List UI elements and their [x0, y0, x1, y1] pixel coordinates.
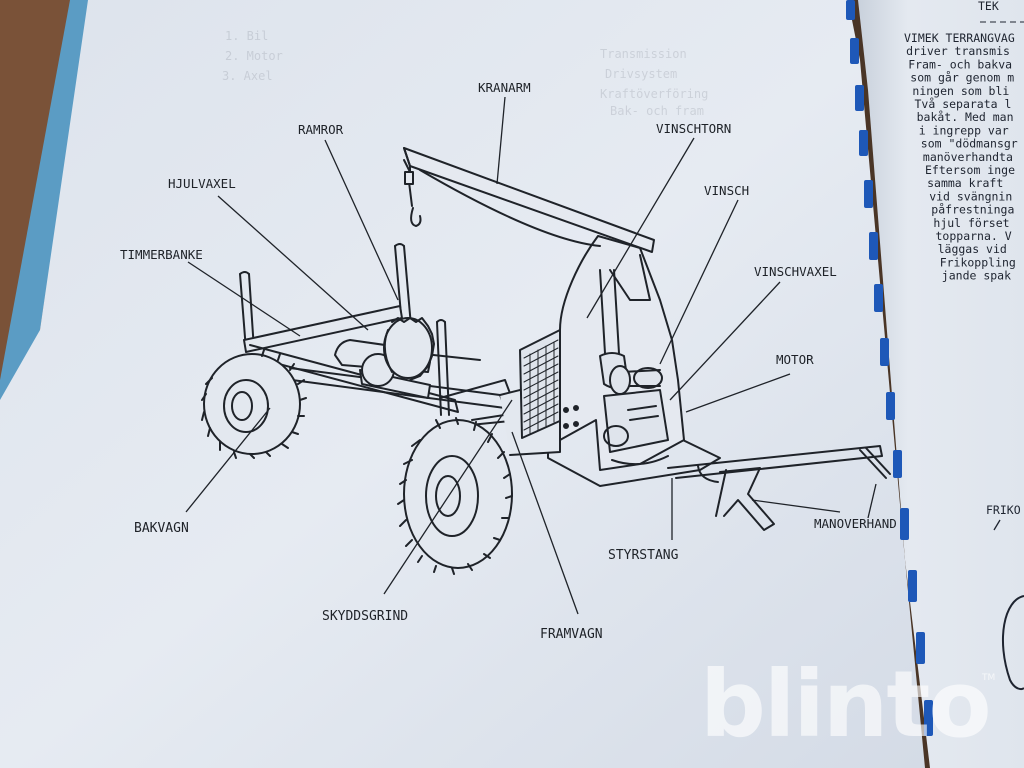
leader-lines: [185, 96, 877, 615]
front-wheel: [397, 417, 513, 575]
right-page: [858, 0, 1024, 768]
vinsch-part: [609, 365, 663, 395]
right-page-line: Frikoppling: [940, 255, 1016, 269]
right-wheel-fragment: [1001, 595, 1024, 690]
svg-text:2. Motor: 2. Motor: [225, 49, 283, 63]
right-page-line: topparna. V: [936, 229, 1012, 243]
right-page-line: som går genom m: [910, 71, 1014, 85]
right-page-line: Eftersom inge: [925, 163, 1015, 177]
right-page-line: läggas vid: [938, 242, 1007, 256]
svg-text:3. Axel: 3. Axel: [222, 69, 273, 83]
label-vinschtorn: VINSCHTORN: [656, 121, 731, 136]
right-page-line: bakåt. Med man: [917, 110, 1014, 124]
right-heading: TEK: [978, 0, 999, 13]
right-page-line: i ingrepp var: [919, 123, 1009, 137]
right-page-line: VIMEK TERRANGVAG: [904, 31, 1015, 45]
right-page-line: vid svängnin: [929, 189, 1012, 203]
right-page-line: hjul förset: [933, 216, 1009, 230]
right-page-line: Två separata l: [915, 97, 1012, 111]
styrstang-part: [667, 445, 891, 531]
svg-text:Transmission: Transmission: [600, 47, 687, 61]
blinto-watermark: blinto TM: [700, 651, 995, 758]
svg-text:Drivsystem: Drivsystem: [605, 67, 677, 81]
rear-wheel: [201, 349, 307, 459]
right-page-line: samma kraft: [927, 176, 1003, 190]
binder-blue-edge: [0, 0, 90, 400]
label-bakvagn: BAKVAGN: [134, 521, 189, 536]
label-skyddsgrind: SKYDDSGRIND: [322, 609, 408, 624]
left-page: [0, 0, 925, 768]
binding-rings: [846, 0, 933, 736]
right-page-line: jande spak: [942, 269, 1011, 283]
hjulvaxel-part: [383, 317, 435, 381]
svg-text:Bak- och fram: Bak- och fram: [610, 104, 704, 118]
kranarm-part: [403, 147, 655, 253]
forwarder-drawing: [201, 147, 891, 575]
right-page-line: Fram- och bakva: [908, 57, 1012, 71]
label-motor: MOTOR: [776, 352, 814, 367]
label-vinsch: VINSCH: [704, 183, 749, 198]
svg-text:Kraftöverföring: Kraftöverföring: [600, 87, 708, 101]
label-manoverhandtag: MANOVERHAND: [814, 516, 897, 531]
right-page-line: som "dödmansgr: [921, 137, 1018, 151]
label-hjulvaxel: HJULVAXEL: [168, 176, 236, 191]
part-labels: KRANARM RAMROR VINSCHTORN HJULVAXEL VINS…: [120, 80, 897, 642]
watermark-text: blinto: [700, 651, 990, 758]
label-timmerbanke: TIMMERBANKE: [120, 247, 203, 262]
right-page-line: driver transmis: [906, 44, 1010, 58]
right-side-label: FRIKO: [986, 503, 1021, 517]
bakvagn-frame: [249, 339, 521, 426]
svg-text:1. Bil: 1. Bil: [225, 29, 268, 43]
right-page-line: påfrestninga: [931, 203, 1014, 217]
label-styrstang: STYRSTANG: [608, 548, 679, 563]
label-vinschvaxel: VINSCHVAXEL: [754, 264, 837, 279]
label-kranarm: KRANARM: [478, 80, 531, 95]
motor-part: [603, 389, 669, 466]
label-framvagn: FRAMVAGN: [540, 627, 603, 642]
watermark-tm: TM: [981, 673, 995, 683]
label-ramror: RAMROR: [298, 122, 344, 137]
right-page-line: ningen som bli: [912, 84, 1009, 98]
right-page-line: manöverhandta: [923, 150, 1013, 164]
